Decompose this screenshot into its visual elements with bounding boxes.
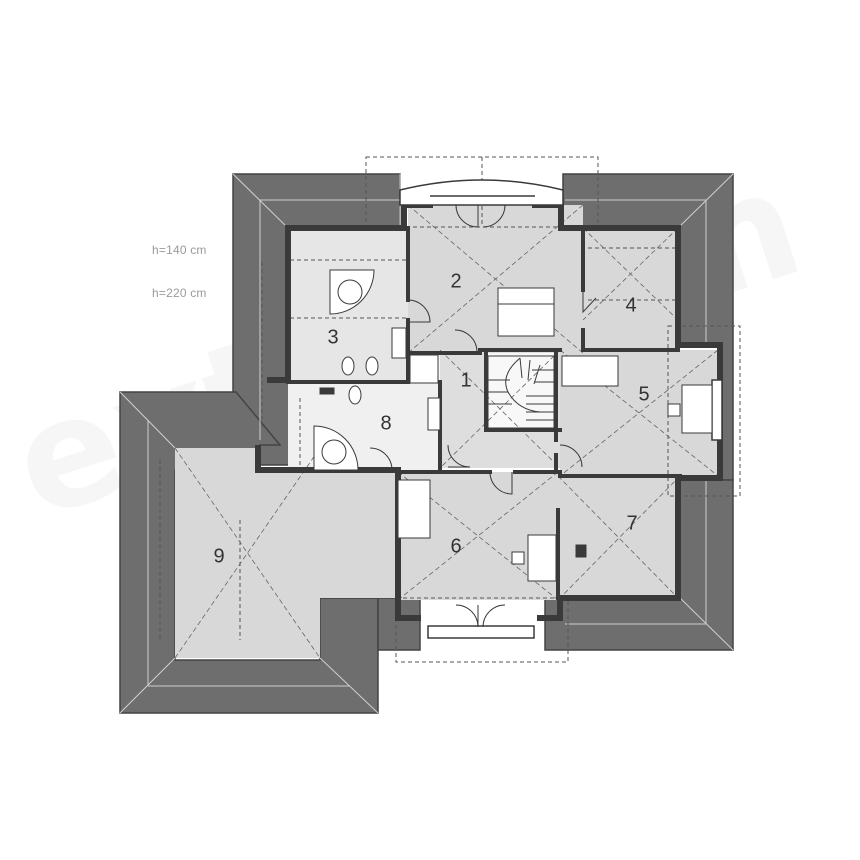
doors <box>369 204 597 628</box>
legend-height-220: h=220 cm <box>152 286 207 300</box>
room-4-label: 4 <box>625 294 637 317</box>
staircase <box>487 355 555 429</box>
bed-room-2 <box>497 287 555 337</box>
room-1-label: 1 <box>460 369 472 392</box>
fixtures <box>313 269 713 582</box>
room-3-label: 3 <box>327 326 339 349</box>
window-right <box>711 379 723 441</box>
room-7-label: 7 <box>626 512 638 535</box>
floor-room-8 <box>288 382 440 470</box>
windows <box>399 179 723 639</box>
bay-window-top <box>399 179 564 206</box>
room-2-label: 2 <box>450 270 462 293</box>
floor-room-9 <box>175 448 398 658</box>
floor-room-4 <box>583 228 678 350</box>
room-5-label: 5 <box>638 383 650 406</box>
window-bottom <box>427 625 535 639</box>
room-9-label: 9 <box>213 545 225 568</box>
roof-hip-lines <box>119 173 734 714</box>
legend-height-140: h=140 cm <box>152 243 207 257</box>
corner-bath-3 <box>329 269 375 315</box>
corner-bath-8 <box>313 425 359 471</box>
room-8-label: 8 <box>380 412 392 435</box>
room-6-label: 6 <box>450 535 462 558</box>
